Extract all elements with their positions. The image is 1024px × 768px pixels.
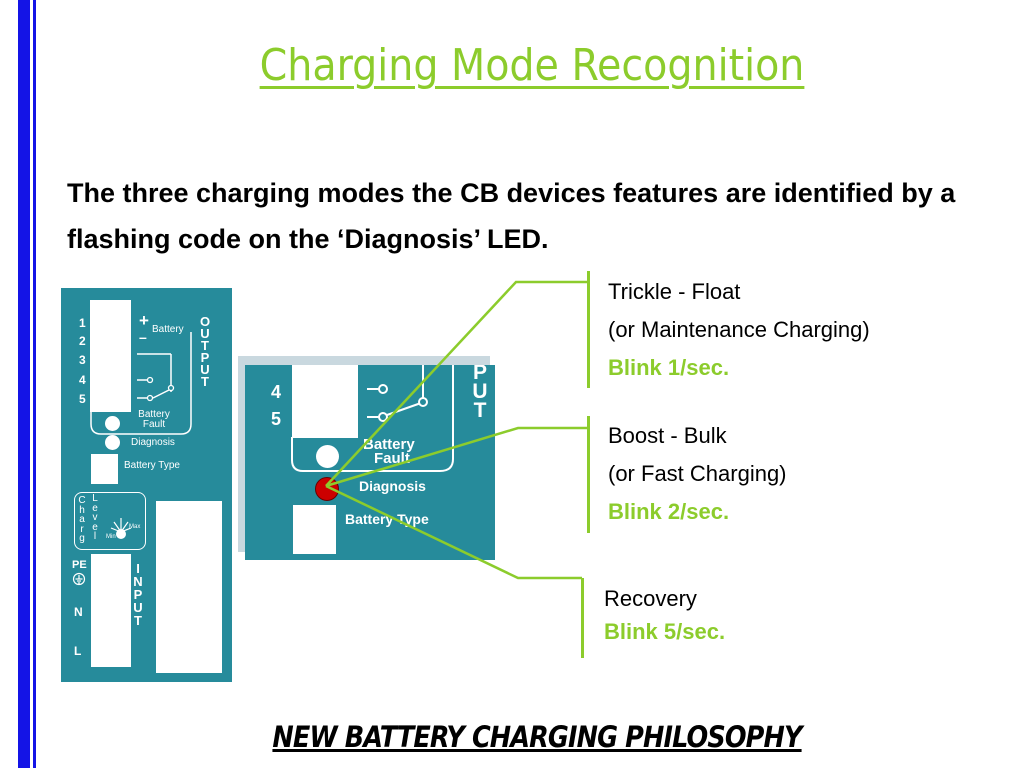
output-terminal-block bbox=[90, 300, 131, 412]
device-label-area bbox=[156, 501, 222, 673]
terminal-1: 1 bbox=[79, 316, 86, 330]
mode2-label: Boost - Bulk (or Fast Charging) Blink 2/… bbox=[608, 417, 787, 531]
mode1-blink: Blink 1/sec. bbox=[608, 355, 730, 380]
terminal-2: 2 bbox=[79, 334, 86, 348]
zoom-terminal-4: 4 bbox=[271, 382, 282, 402]
zoom-battery-type-label: Battery Type bbox=[345, 511, 429, 527]
diagnosis-label: Diagnosis bbox=[131, 437, 175, 448]
mode3-label: Recovery Blink 5/sec. bbox=[604, 582, 725, 648]
mode3-bracket bbox=[581, 578, 584, 658]
output-schematic bbox=[90, 332, 192, 435]
n-label: N bbox=[74, 605, 83, 619]
plus-sign: + bbox=[139, 311, 149, 330]
zoom-battery-fault-line1: Battery bbox=[363, 436, 415, 453]
battery-fault-label-line1: Battery bbox=[138, 409, 170, 420]
footer-title: NEW BATTERY CHARGING PHILOSOPHY bbox=[272, 720, 802, 754]
ground-icon bbox=[72, 572, 86, 586]
left-accent-bar bbox=[18, 0, 30, 768]
mode1-label: Trickle - Float (or Maintenance Charging… bbox=[608, 273, 870, 387]
diagnosis-led bbox=[105, 435, 120, 450]
zoom-battery-fault-led bbox=[316, 445, 339, 468]
mode3-name: Recovery bbox=[604, 586, 697, 611]
device-panel: 1 2 3 4 5 + – Battery Battery Fault Diag… bbox=[61, 288, 232, 682]
slide-title: Charging Mode Recognition bbox=[259, 40, 805, 91]
terminal-5: 5 bbox=[79, 392, 86, 406]
zoom-terminal-block bbox=[292, 365, 358, 438]
charge-level-box bbox=[74, 492, 146, 550]
zoom-diagnosis-label: Diagnosis bbox=[359, 478, 426, 494]
mode1-name: Trickle - Float bbox=[608, 279, 741, 304]
max-label: Max bbox=[129, 524, 141, 530]
pe-label: PE bbox=[72, 559, 87, 571]
mode2-blink: Blink 2/sec. bbox=[608, 499, 730, 524]
left-accent-line bbox=[33, 0, 36, 768]
min-label: Min bbox=[106, 534, 116, 540]
minus-sign: – bbox=[139, 329, 147, 345]
battery-type-selector[interactable] bbox=[91, 454, 118, 484]
zoom-terminal-5: 5 bbox=[271, 409, 282, 429]
mode1-sub: (or Maintenance Charging) bbox=[608, 317, 870, 342]
level-dial-icon[interactable] bbox=[99, 510, 144, 546]
mode1-bracket bbox=[587, 271, 590, 388]
battery-fault-label-line2: Fault bbox=[142, 419, 166, 430]
zoom-battery-type-selector[interactable] bbox=[293, 505, 336, 554]
mode2-sub: (or Fast Charging) bbox=[608, 461, 787, 486]
input-terminal-block bbox=[91, 554, 131, 667]
terminal-3: 3 bbox=[79, 353, 86, 367]
battery-fault-led bbox=[105, 416, 120, 431]
intro-text: The three charging modes the CB devices … bbox=[67, 178, 956, 254]
battery-type-label: Battery Type bbox=[124, 460, 180, 471]
mode2-name: Boost - Bulk bbox=[608, 423, 727, 448]
mode2-bracket bbox=[587, 416, 590, 533]
mode3-blink: Blink 5/sec. bbox=[604, 619, 726, 644]
l-label: L bbox=[74, 644, 82, 658]
zoom-diagnosis-led bbox=[315, 477, 339, 501]
battery-output-label: Battery bbox=[152, 324, 184, 335]
terminal-4: 4 bbox=[79, 373, 86, 387]
